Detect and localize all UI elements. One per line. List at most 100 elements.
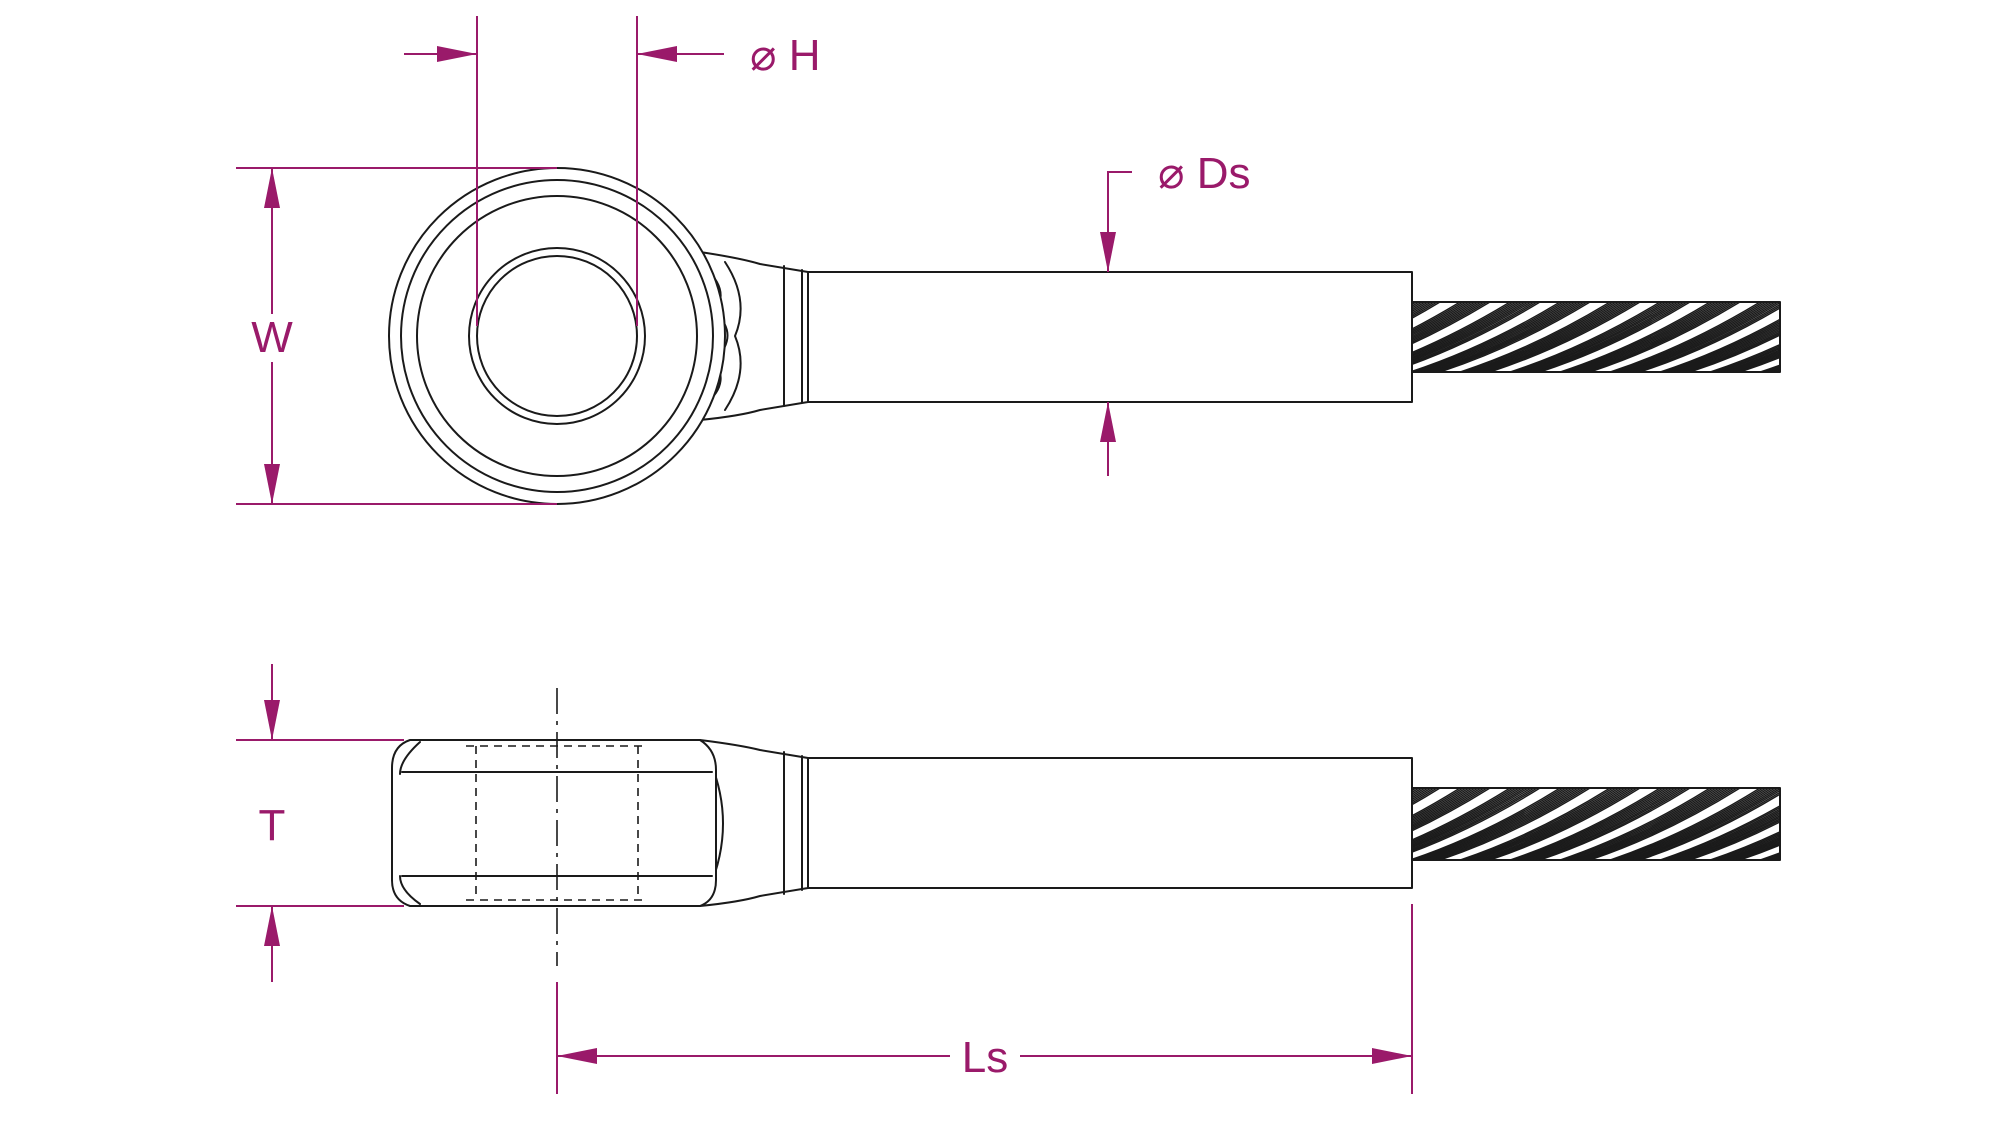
rope-wire	[1410, 788, 1780, 860]
rope-wire	[1410, 302, 1780, 372]
rope-wire	[1410, 302, 1780, 372]
rope-wire	[1410, 788, 1780, 860]
shank-top	[807, 271, 1413, 403]
arrow-icon	[437, 46, 477, 62]
rope-wire	[1410, 788, 1780, 860]
side-view	[391, 688, 1781, 966]
rope-wire	[1410, 788, 1780, 860]
rope-wire	[1410, 788, 1780, 860]
arrow-icon	[1100, 232, 1116, 272]
rope-wire	[1410, 788, 1780, 860]
eye-side-chamfer-left	[399, 741, 421, 775]
rope-wire	[1410, 788, 1780, 860]
eye-outer-ring	[388, 167, 726, 505]
dimensions: ⌀ H ⌀ Ds W T	[236, 16, 1413, 1094]
rope-wire	[1410, 302, 1780, 372]
rope-wire	[1410, 788, 1780, 860]
arrow-icon	[557, 1048, 597, 1064]
rope-wire	[1410, 788, 1780, 860]
rope-wire	[1410, 302, 1780, 372]
rope-wire	[1410, 302, 1780, 372]
rope-wire	[1410, 788, 1780, 860]
rope-wire	[1410, 788, 1780, 860]
eye-bore	[476, 255, 638, 417]
arrow-icon	[264, 700, 280, 740]
rope-wire	[1410, 302, 1780, 372]
top-view	[388, 167, 1781, 505]
rope-wire	[1410, 788, 1780, 860]
rope-wire	[1410, 788, 1780, 860]
dimension-width: W	[236, 167, 557, 505]
rope-wire	[1410, 302, 1780, 372]
rope-wire	[1410, 302, 1780, 372]
rope-wire	[1410, 788, 1780, 860]
arrow-icon	[264, 464, 280, 504]
rope-wire	[1410, 302, 1780, 372]
rope-wire	[1410, 302, 1780, 372]
rope-wire	[1410, 302, 1780, 372]
rope-wire	[1410, 788, 1780, 860]
rope-wire	[1410, 788, 1780, 860]
dimension-shank-length: Ls	[556, 904, 1413, 1094]
rope-wire	[1410, 302, 1780, 372]
dimension-thickness: T	[236, 664, 404, 982]
rope-wire	[1410, 302, 1780, 372]
rope-wire	[1410, 302, 1780, 372]
rope-wire	[1410, 302, 1780, 372]
rope-wire	[1410, 302, 1780, 372]
arrow-icon	[637, 46, 677, 62]
rope-wire	[1410, 788, 1780, 860]
rope-wire	[1410, 302, 1780, 372]
label-shank-diameter: ⌀ Ds	[1158, 149, 1251, 198]
rope-wire	[1410, 788, 1780, 860]
rope-wire	[1410, 788, 1780, 860]
arrow-icon	[264, 168, 280, 208]
rope-wire	[1410, 788, 1780, 860]
arrow-icon	[1372, 1048, 1412, 1064]
rope-wire	[1410, 302, 1780, 372]
rope-wire	[1410, 788, 1780, 860]
dimension-hole-diameter: ⌀ H	[404, 16, 821, 326]
rope-wire	[1410, 302, 1780, 372]
shank-side	[807, 757, 1413, 889]
rope-wire	[1410, 302, 1780, 372]
rope-wire	[1410, 302, 1780, 372]
neck-curve-2	[724, 261, 742, 411]
rope-wire	[1410, 788, 1780, 860]
rope-wire	[1410, 788, 1780, 860]
rope-wire	[1410, 788, 1780, 860]
rope-wire	[1410, 788, 1780, 860]
eye-bore-chamfer	[468, 247, 646, 425]
rope-wire	[1410, 788, 1780, 860]
eye-side-chamfer-left-bottom	[399, 875, 421, 905]
arrow-icon	[1100, 402, 1116, 442]
rope-wire	[1410, 302, 1780, 372]
rope-wire	[1410, 302, 1780, 372]
rope-wire	[1410, 302, 1780, 372]
rope-wire	[1410, 302, 1780, 372]
rope-wire	[1410, 302, 1780, 372]
eye-body-side	[391, 739, 717, 907]
label-hole-diameter: ⌀ H	[750, 31, 821, 80]
rope-wire	[1410, 302, 1780, 372]
rope-wire	[1410, 302, 1780, 372]
rope-wire	[1410, 788, 1780, 860]
neck-top	[699, 251, 809, 421]
rope-wire	[1410, 788, 1780, 860]
neck-curve-1	[704, 267, 729, 405]
rope-wire	[1410, 788, 1780, 860]
arrow-icon	[264, 906, 280, 946]
rope-wire	[1410, 302, 1780, 372]
rope-wire	[1410, 788, 1780, 860]
label-thickness: T	[259, 801, 286, 850]
label-shank-length: Ls	[962, 1033, 1008, 1082]
eye-face-ring	[416, 195, 698, 477]
rope-wire	[1410, 788, 1780, 860]
neck-side	[699, 739, 809, 907]
rope-wire	[1410, 302, 1780, 372]
wire-rope-top	[1409, 301, 1781, 373]
rope-wire	[1410, 788, 1780, 860]
rope-wire	[1410, 302, 1780, 372]
eye-outer-ring-inner-edge	[400, 179, 714, 493]
